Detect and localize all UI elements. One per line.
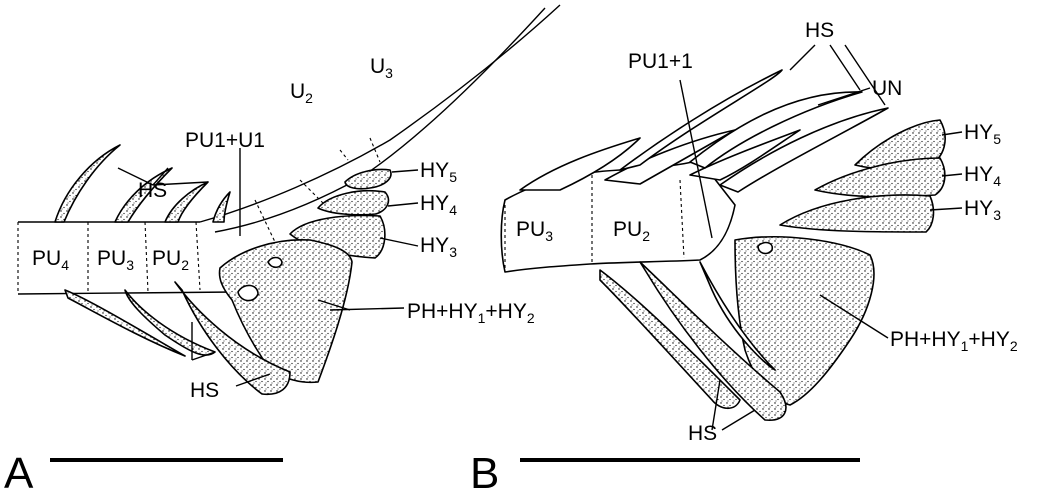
panel-a-label-pu3: PU3 — [97, 247, 134, 273]
panel-b-label-hy3: HY3 — [964, 197, 1001, 223]
panel-b-letter: B — [470, 449, 499, 491]
panel-b-hy3 — [780, 195, 933, 232]
panel-a-label-pu4: PU4 — [32, 247, 69, 273]
panel-a-hy5 — [345, 170, 391, 189]
panel-a-spine-3 — [165, 182, 208, 222]
panel-a-label-hs-bottom: HS — [190, 379, 219, 402]
panel-a-label-hy4: HY4 — [420, 192, 457, 218]
panel-a-lower-spine-1 — [65, 290, 185, 356]
panel-a-label-hy5: HY5 — [420, 159, 457, 185]
panel-b-label-pu1-1: PU1+1 — [628, 50, 693, 73]
panel-a-label-hy3: HY3 — [420, 234, 457, 260]
panel-a-spine-4 — [213, 192, 230, 222]
panel-b-label-hs-bottom: HS — [688, 422, 717, 445]
panel-a-drawing — [18, 5, 560, 460]
panel-a-label-hs-top: HS — [138, 179, 167, 202]
panel-b-foramen — [758, 243, 772, 254]
panel-a-label-pu1-u1: PU1+U1 — [185, 129, 265, 152]
panel-a-letter: A — [4, 449, 34, 491]
panel-a-urostyle-upper — [200, 5, 560, 222]
panel-b-label-hs-top: HS — [805, 19, 834, 42]
panel-a-label-pu2: PU2 — [152, 247, 189, 273]
panel-b-drawing — [501, 45, 962, 460]
panel-a-label-u3: U3 — [370, 55, 393, 81]
panel-b-label-un: UN — [872, 77, 902, 100]
panel-a-label-ph-hy1-hy2: PH+HY1+HY2 — [407, 300, 535, 326]
panel-b-label-ph-hy1-hy2: PH+HY1+HY2 — [890, 328, 1018, 354]
panel-b-label-hy5: HY5 — [964, 121, 1001, 147]
panel-a-foramen-2 — [238, 285, 258, 300]
panel-b-label-hy4: HY4 — [964, 163, 1001, 189]
panel-a-spine-1 — [55, 145, 120, 222]
panel-a-label-u2: U2 — [290, 80, 313, 106]
panel-a-foramen-1 — [268, 258, 282, 268]
